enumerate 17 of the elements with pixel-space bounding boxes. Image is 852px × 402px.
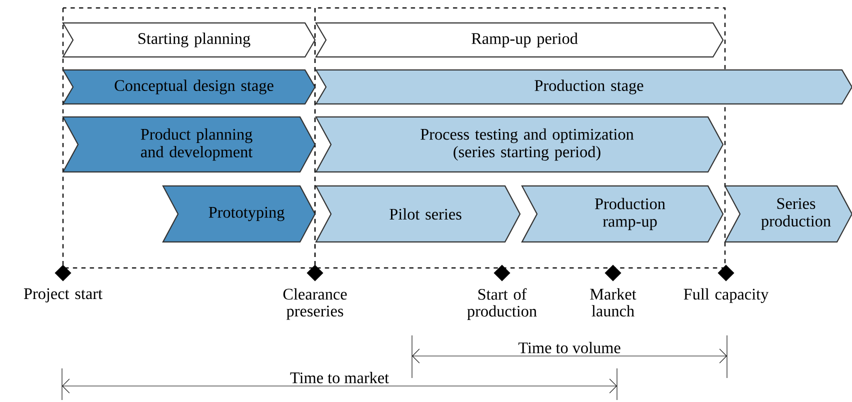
phase-banner: Series production xyxy=(724,185,852,243)
dimension-label: Time to market xyxy=(290,372,389,384)
milestone-label: Project start xyxy=(24,288,102,302)
milestone-label: Clearance preseries xyxy=(283,288,347,320)
phase-banner: Ramp-up period xyxy=(315,22,724,58)
phase-banner: Conceptual design stage xyxy=(62,69,316,105)
milestone-label: Market launch xyxy=(590,288,636,317)
phase-banner: Process testing and optimization (series starting period) xyxy=(315,116,724,173)
phase-banner: Pilot series xyxy=(315,185,521,243)
phase-banner: Starting planning xyxy=(62,22,316,58)
dimension-label: Time to volume xyxy=(518,342,620,354)
milestone-label: Start of production xyxy=(467,288,537,320)
phase-banner: Production stage xyxy=(315,69,852,105)
phase-banner: Product planning and development xyxy=(62,116,316,173)
phase-banner: Production ramp-up xyxy=(521,185,724,243)
phase-banner: Prototyping xyxy=(162,185,316,243)
milestone-label: Full capacity xyxy=(684,288,769,303)
